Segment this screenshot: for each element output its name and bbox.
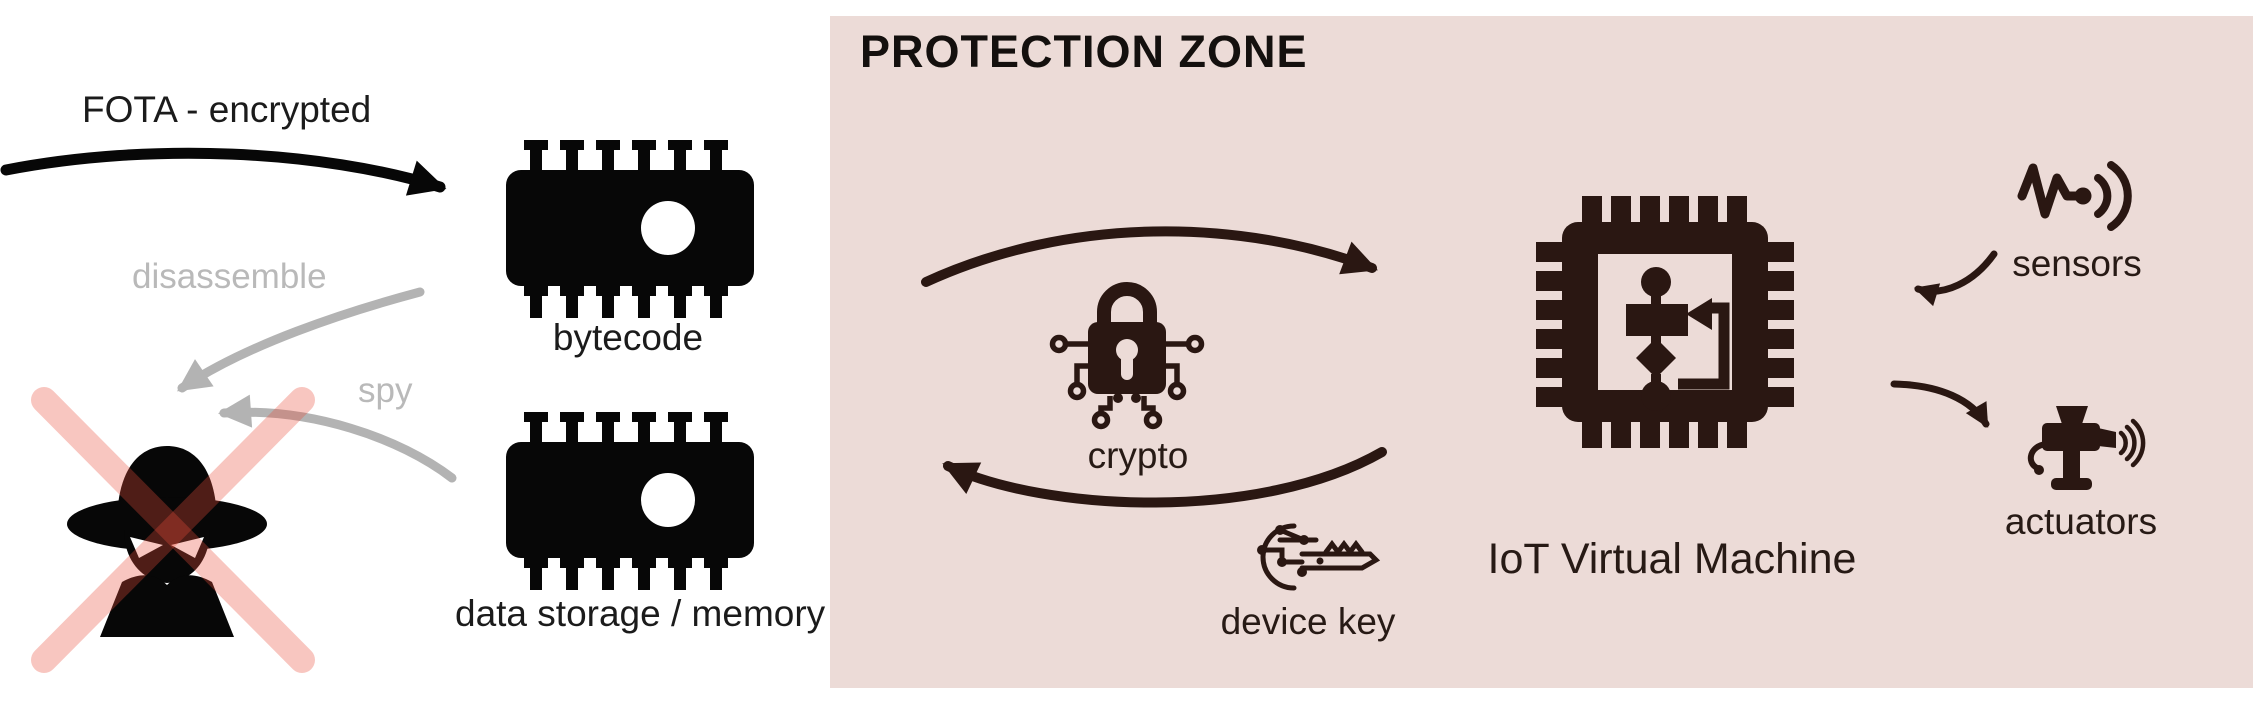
fota-arrow bbox=[0, 147, 447, 196]
sensors-icon bbox=[2017, 161, 2132, 231]
chip-pins-bottom bbox=[524, 558, 728, 590]
spy-label: spy bbox=[358, 371, 413, 410]
crypto-lock-icon bbox=[1049, 282, 1205, 430]
crypto-label: crypto bbox=[1087, 435, 1189, 476]
protection-zone-panel bbox=[830, 16, 2253, 688]
keyhole bbox=[1116, 339, 1138, 380]
device-key-icon bbox=[1257, 523, 1381, 591]
spy-eyes bbox=[130, 537, 204, 558]
sensors-label: sensors bbox=[2012, 243, 2142, 284]
chip-teeth bbox=[1536, 196, 1794, 448]
actuators-label: actuators bbox=[2004, 501, 2158, 542]
device-key-label: device key bbox=[1220, 601, 1396, 642]
disassemble-label: disassemble bbox=[132, 257, 327, 296]
chip-pins-bottom bbox=[524, 286, 728, 318]
bytecode-chip-icon bbox=[506, 140, 754, 318]
chip-pins-top bbox=[524, 412, 728, 444]
chip-pins-top bbox=[524, 140, 728, 172]
iot-vm-label: IoT Virtual Machine bbox=[1487, 535, 1857, 583]
bytecode-label: bytecode bbox=[552, 317, 704, 358]
flowchart-glyph bbox=[1626, 267, 1730, 411]
spy-icon bbox=[67, 446, 267, 637]
actuators-icon bbox=[2027, 406, 2146, 490]
data-storage-chip-icon bbox=[506, 412, 754, 590]
fota-label: FOTA - encrypted bbox=[82, 89, 372, 130]
iot-vm-chip-icon bbox=[1536, 196, 1794, 448]
data-storage-label: data storage / memory bbox=[455, 593, 826, 634]
protection-zone-title: PROTECTION ZONE bbox=[860, 26, 1308, 77]
blocked-x-icon bbox=[31, 387, 315, 673]
